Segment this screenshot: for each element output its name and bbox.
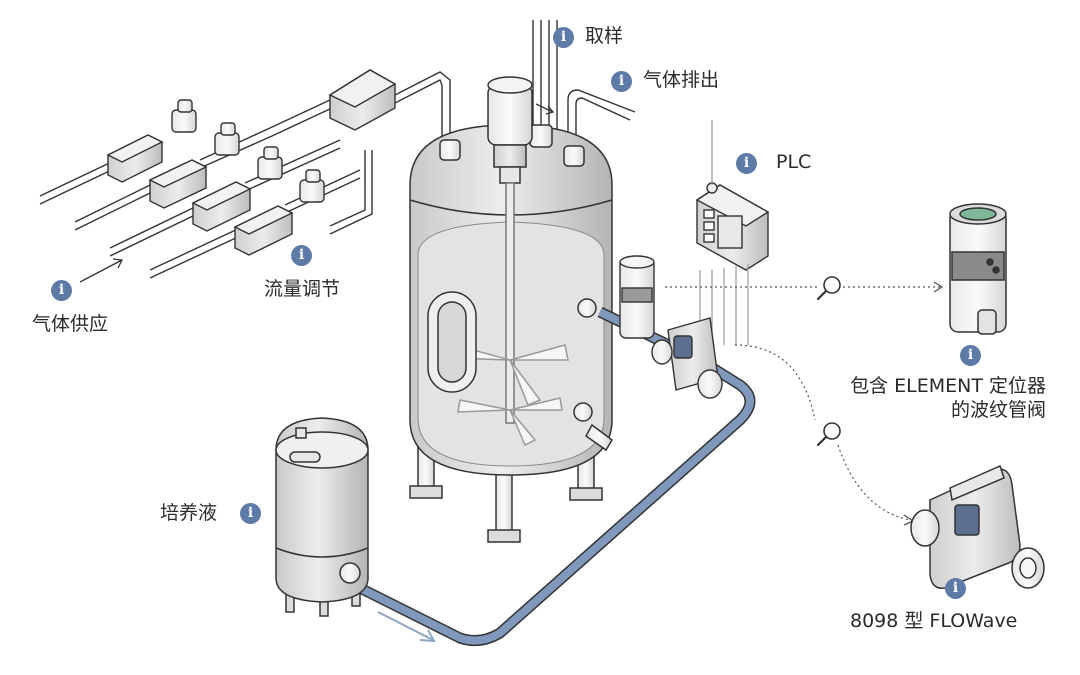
bioreactor-vessel xyxy=(409,76,613,543)
label-flow-regulation: 流量调节 xyxy=(264,278,341,300)
info-icon[interactable]: i xyxy=(553,27,574,48)
element-bellows-valve xyxy=(949,203,1007,335)
label-bellows-valve-line1: 包含 ELEMENT 定位器 xyxy=(850,375,1046,397)
flowave-flowmeter xyxy=(910,464,1045,589)
info-icon[interactable]: i xyxy=(240,503,261,524)
inline-flowmeter xyxy=(651,317,723,399)
info-icon[interactable]: i xyxy=(736,153,757,174)
info-icon[interactable]: i xyxy=(291,245,312,266)
culture-medium-tank xyxy=(275,417,369,617)
label-gas-supply: 气体供应 xyxy=(32,313,109,335)
label-sampling: 取样 xyxy=(585,25,624,47)
info-icon[interactable]: i xyxy=(611,71,632,92)
info-icon[interactable]: i xyxy=(51,280,72,301)
control-cables xyxy=(699,120,749,345)
label-plc: PLC xyxy=(776,151,812,173)
label-bellows-valve-line2: 的波纹管阀 xyxy=(950,398,1046,421)
info-icon[interactable]: i xyxy=(960,345,981,366)
magnifier-icon[interactable] xyxy=(815,274,843,302)
mass-flow-controllers xyxy=(106,69,397,256)
sampling-arrow xyxy=(535,103,555,115)
gas-supply-arrow xyxy=(79,258,123,283)
label-bellows-valve: 包含 ELEMENT 定位器 的波纹管阀 xyxy=(820,375,1046,423)
info-icon[interactable]: i xyxy=(945,578,966,599)
process-pipe-blue xyxy=(337,307,756,647)
label-flowmeter: 8098 型 FLOWave xyxy=(850,610,1018,632)
sampling-and-exhaust-pipes xyxy=(532,20,636,150)
flow-arrow xyxy=(377,611,436,643)
label-gas-exhaust: 气体排出 xyxy=(643,69,720,91)
label-culture-medium: 培养液 xyxy=(160,502,218,524)
magnifier-icon[interactable] xyxy=(815,420,843,448)
plc-controller xyxy=(695,182,770,271)
inline-bellows-valve xyxy=(619,255,655,339)
signal-lines xyxy=(665,286,940,521)
